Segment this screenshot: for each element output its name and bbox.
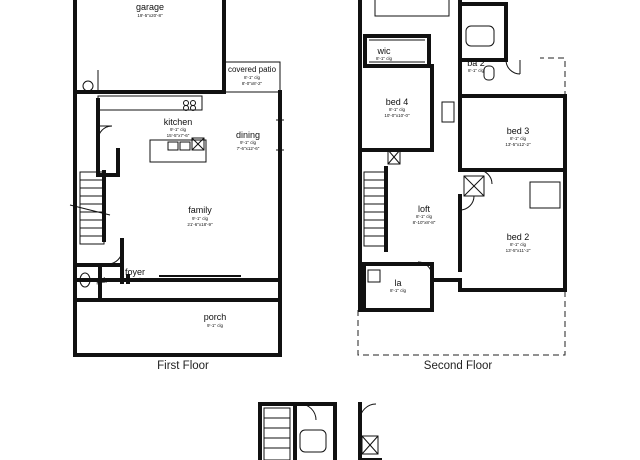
- room-dims-porch: 9'-1" clg: [207, 323, 223, 328]
- room-label-covered-patio: covered patio: [228, 65, 277, 74]
- room-label-garage: garage: [136, 2, 164, 12]
- room-label-loft: loft: [418, 204, 431, 214]
- room-label-pdr: pdr: [96, 276, 108, 285]
- room-dims2-bed2: 13'-5"x11'-2": [506, 248, 531, 253]
- room-dims2-loft: 8'-10"x8'-8": [413, 220, 436, 225]
- water-heater-icon: [82, 80, 94, 92]
- kitchen-counter: [97, 95, 203, 111]
- room-dims2-covered-patio: 8'-0"x8'-2": [242, 81, 263, 86]
- bathtub-icon: [465, 25, 495, 47]
- room-dims-covered-patio: 8'-1" clg: [244, 75, 260, 80]
- room-label-foyer: foyer: [125, 267, 145, 277]
- room-label-family: family: [188, 205, 212, 215]
- first-floor-plan: garage 19'-5"x20'-8" covered patio 8'-1"…: [69, 0, 284, 372]
- room-dims2-family: 21'-6"x18'-9": [187, 222, 213, 227]
- room-dims-garage: 19'-5"x20'-8": [137, 13, 163, 18]
- room-dims2-kitchen: 15'-5"x7'-6": [167, 133, 190, 138]
- main-outer-walls: [73, 90, 282, 302]
- room-dims-ba2: 8'-1" clg: [468, 68, 484, 73]
- room-label-wic: wic: [377, 46, 391, 56]
- room-dims2-bed3: 13'-5"x12'-2": [505, 142, 531, 147]
- second-floor-plan: wic 8'-1" clg ba 2 8'-1" clg bed 4 8'-1"…: [357, 0, 567, 372]
- wic-walls: [363, 34, 431, 68]
- room-label-bed3: bed 3: [507, 126, 530, 136]
- room-dims-bed2: 8'-1" clg: [510, 242, 526, 247]
- ba2-walls: [458, 2, 508, 62]
- room-dims2-bed4: 10'-0"x10'-0": [384, 113, 410, 118]
- porch-walls: [73, 278, 282, 357]
- partial-plan-bottom: [258, 402, 382, 460]
- garage-walls: [73, 0, 226, 94]
- room-dims-la: 8'-1" clg: [390, 288, 406, 293]
- room-label-ba2: ba 2: [467, 58, 485, 68]
- sink-icon: [483, 65, 495, 81]
- caption-second-floor: Second Floor: [424, 360, 493, 372]
- room-dims-bed4: 8'-1" clg: [389, 107, 405, 112]
- room-label-bed4: bed 4: [386, 97, 409, 107]
- room-dims-foyer: 9'-1" clg: [127, 277, 143, 282]
- room-dims2-dining: 7'-6"x12'-6": [237, 146, 260, 151]
- kitchen-island: [149, 139, 207, 163]
- room-dims-family: 9'-1" clg: [192, 216, 208, 221]
- room-label-dining: dining: [236, 130, 260, 140]
- caption-first-floor: First Floor: [157, 360, 209, 372]
- room-label-porch: porch: [204, 312, 227, 322]
- stairs-second-floor: [363, 171, 387, 247]
- room-label-la: la: [394, 278, 401, 288]
- room-dims-loft: 8'-1" clg: [416, 214, 432, 219]
- roof-outline-dashed: [357, 57, 566, 356]
- laundry-walls: [362, 262, 434, 312]
- room-label-bed2: bed 2: [507, 232, 530, 242]
- room-dims-kitchen: 9'-1" clg: [170, 127, 186, 132]
- room-label-kitchen: kitchen: [164, 117, 193, 127]
- room-dims-dining: 9'-1" clg: [240, 140, 256, 145]
- room-dims-wic: 8'-1" clg: [376, 56, 392, 61]
- room-dims-bed3: 8'-1" clg: [510, 136, 526, 141]
